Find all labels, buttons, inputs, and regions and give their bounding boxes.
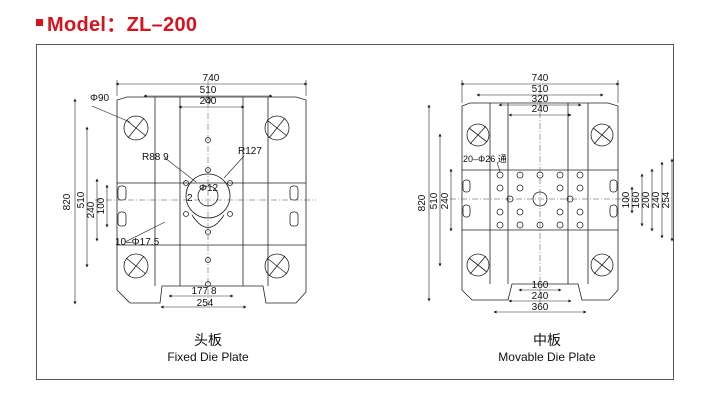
fixed-dim-radius-127: R127 xyxy=(238,146,262,157)
movable-dim-holes: 20–Φ26 通 xyxy=(463,154,507,164)
movable-dim-right-200: 200 xyxy=(641,191,652,208)
movable-dim-right-100: 100 xyxy=(621,191,632,208)
model-title: Model：ZL–200 xyxy=(47,13,198,36)
title-bullet xyxy=(36,18,43,26)
page-title: Model：ZL–200 xyxy=(36,8,197,36)
fixed-dim-tie-bar-diameter: Φ90 xyxy=(90,93,110,104)
movable-dim-height-240: 240 xyxy=(440,192,451,209)
movable-dim-right-254: 254 xyxy=(661,191,672,208)
fixed-dim-width-240: 240 xyxy=(200,96,217,107)
fixed-dimension-labels: 740 510 240 Φ90 R88 9 R127 Φ12 2 10–Φ17.… xyxy=(62,73,262,309)
movable-dimension-labels: 740 510 320 240 20–Φ26 通 160 240 360 820… xyxy=(417,73,672,313)
movable-dim-bottom-240: 240 xyxy=(532,291,549,302)
movable-dim-width-240: 240 xyxy=(532,104,549,115)
movable-dim-width-740: 740 xyxy=(532,73,549,84)
fixed-plate-caption-cn: 头板 xyxy=(194,333,222,349)
fixed-dim-height-240: 240 xyxy=(86,201,97,218)
fixed-centerlines xyxy=(95,80,316,306)
movable-dim-width-320: 320 xyxy=(532,94,549,105)
fixed-dim-width-740: 740 xyxy=(203,73,220,84)
movable-dim-height-510: 510 xyxy=(429,192,440,209)
movable-centerlines xyxy=(450,90,630,305)
fixed-dim-height-510: 510 xyxy=(76,191,87,208)
fixed-dim-holes: 10–Φ17.5 xyxy=(115,237,160,248)
fixed-dim-height-100: 100 xyxy=(96,197,107,214)
fixed-dim-bottom-254: 254 xyxy=(197,298,214,309)
movable-plate-caption-cn: 中板 xyxy=(533,333,561,349)
fixed-dim-width-510: 510 xyxy=(200,85,217,96)
fixed-die-plate-drawing xyxy=(116,96,307,304)
fixed-dim-count-2: 2 xyxy=(187,193,193,204)
movable-dim-bottom-360: 360 xyxy=(532,302,549,313)
movable-plate-caption-en: Movable Die Plate xyxy=(498,350,596,364)
fixed-plate-caption-en: Fixed Die Plate xyxy=(167,350,249,364)
movable-dim-bottom-160: 160 xyxy=(532,280,549,291)
movable-dim-right-240: 240 xyxy=(651,191,662,208)
fixed-dim-radius-889: R88 9 xyxy=(142,152,169,163)
fixed-dim-bottom-1778: 177 8 xyxy=(191,286,216,297)
movable-dim-width-510: 510 xyxy=(532,84,549,95)
fixed-dim-phi12: Φ12 xyxy=(199,183,219,194)
movable-dim-right-160: 160 xyxy=(631,191,642,208)
movable-dim-height-820: 820 xyxy=(417,194,428,211)
drawing-frame xyxy=(36,44,674,380)
movable-dimension-lines xyxy=(427,80,674,314)
fixed-dim-height-820: 820 xyxy=(62,193,73,210)
fixed-dimension-lines xyxy=(73,80,308,309)
